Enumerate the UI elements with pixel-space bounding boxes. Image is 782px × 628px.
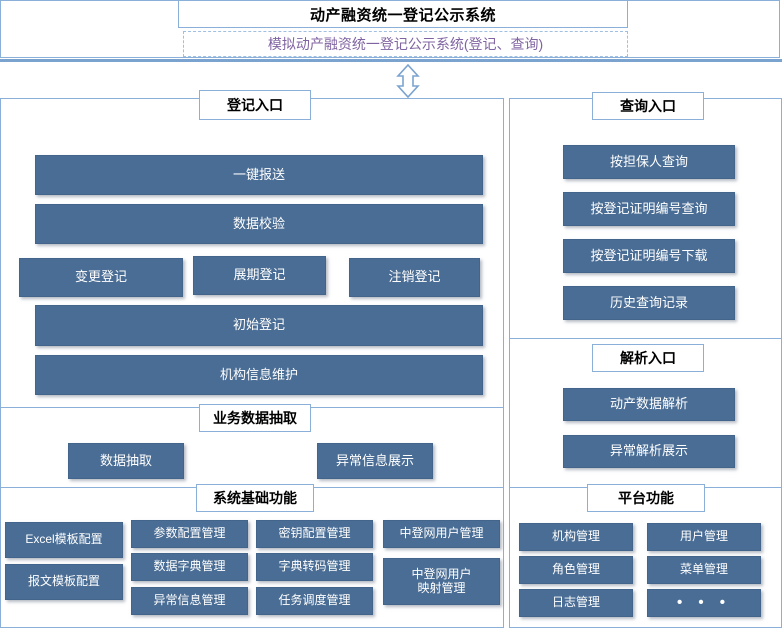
section-header-business-data-extraction: 业务数据抽取 <box>199 404 311 432</box>
header-band: 动产融资统一登记公示系统 模拟动产融资统一登记公示系统(登记、查询) <box>0 0 782 62</box>
button-change-registration[interactable]: 变更登记 <box>19 258 183 297</box>
button-task-schedule-management[interactable]: 任务调度管理 <box>256 587 373 615</box>
button-movable-property-data-parse[interactable]: 动产数据解析 <box>563 388 735 421</box>
button-role-management[interactable]: 角色管理 <box>519 556 633 584</box>
double-arrow-vertical-icon <box>396 64 420 98</box>
button-more-functions[interactable]: • • • <box>647 589 761 617</box>
button-data-dictionary-management[interactable]: 数据字典管理 <box>131 553 248 581</box>
button-exception-parse-display[interactable]: 异常解析展示 <box>563 435 735 468</box>
main-grid: 登记入口 一键报送 数据校验 变更登记 展期登记 注销登记 初始登记 机构信息维… <box>0 90 782 628</box>
button-parameter-config-management[interactable]: 参数配置管理 <box>131 520 248 548</box>
button-exception-info-management[interactable]: 异常信息管理 <box>131 587 248 615</box>
button-cancel-registration[interactable]: 注销登记 <box>349 258 480 297</box>
system-title-box: 动产融资统一登记公示系统 <box>178 0 628 28</box>
button-user-management[interactable]: 用户管理 <box>647 523 761 551</box>
system-subtitle-box: 模拟动产融资统一登记公示系统(登记、查询) <box>183 31 628 57</box>
button-institution-management[interactable]: 机构管理 <box>519 523 633 551</box>
button-log-management[interactable]: 日志管理 <box>519 589 633 617</box>
button-extension-registration[interactable]: 展期登记 <box>193 256 326 295</box>
button-menu-management[interactable]: 菜单管理 <box>647 556 761 584</box>
section-header-query-entry: 查询入口 <box>592 92 704 120</box>
button-history-query-records[interactable]: 历史查询记录 <box>563 286 735 320</box>
button-exception-info-display[interactable]: 异常信息展示 <box>317 443 433 479</box>
button-excel-template-config[interactable]: Excel模板配置 <box>5 522 123 558</box>
system-subtitle: 模拟动产融资统一登记公示系统(登记、查询) <box>267 36 544 52</box>
button-zhongdengwang-user-mapping-management[interactable]: 中登网用户 映射管理 <box>383 558 500 605</box>
section-header-system-basic-functions: 系统基础功能 <box>196 484 314 512</box>
button-message-template-config[interactable]: 报文模板配置 <box>5 564 123 600</box>
button-data-extraction[interactable]: 数据抽取 <box>68 443 184 479</box>
button-initial-registration[interactable]: 初始登记 <box>35 305 483 346</box>
button-institution-info-maintenance[interactable]: 机构信息维护 <box>35 355 483 395</box>
button-data-validation[interactable]: 数据校验 <box>35 204 483 244</box>
button-key-config-management[interactable]: 密钥配置管理 <box>256 520 373 548</box>
section-header-parse-entry: 解析入口 <box>592 344 704 372</box>
section-header-register-entry: 登记入口 <box>199 90 311 120</box>
connector-zone <box>0 62 782 98</box>
button-query-by-registration-certificate-no[interactable]: 按登记证明编号查询 <box>563 192 735 226</box>
button-download-by-registration-certificate-no[interactable]: 按登记证明编号下载 <box>563 239 735 273</box>
button-one-key-submit[interactable]: 一键报送 <box>35 155 483 195</box>
section-header-platform-functions: 平台功能 <box>587 484 705 512</box>
system-title: 动产融资统一登记公示系统 <box>309 6 496 24</box>
button-dictionary-transcode-management[interactable]: 字典转码管理 <box>256 553 373 581</box>
button-query-by-guarantor[interactable]: 按担保人查询 <box>563 145 735 179</box>
button-zhongdengwang-user-management[interactable]: 中登网用户管理 <box>383 520 500 548</box>
